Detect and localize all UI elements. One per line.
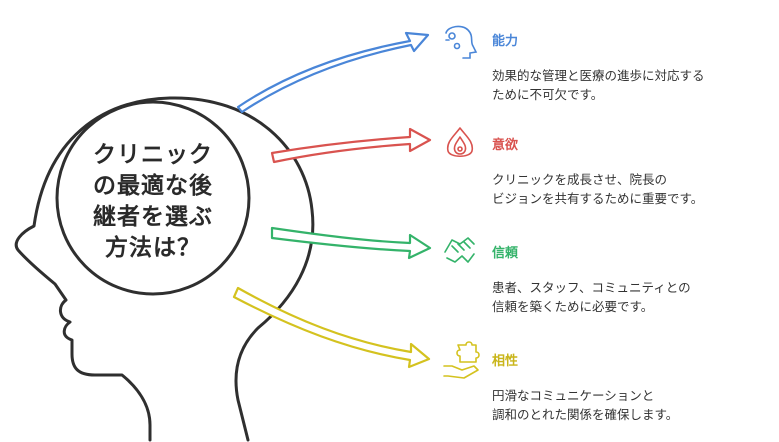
item-desc-motivation: クリニックを成長させ、院長の ビジョンを共有するために重要です。 bbox=[492, 170, 762, 208]
head-title-line: クリニック bbox=[93, 142, 213, 168]
arrow-ability bbox=[236, 31, 430, 114]
brain-gears-icon bbox=[445, 25, 478, 59]
head-title-line: の最適な後 bbox=[93, 173, 213, 199]
arrow-trust bbox=[270, 226, 432, 260]
flame-icon bbox=[446, 127, 474, 158]
item-desc-ability: 効果的な管理と医療の進歩に対応する ために不可欠です。 bbox=[492, 66, 762, 104]
head-silhouette bbox=[14, 96, 315, 442]
item-title-ability: 能力 bbox=[492, 34, 519, 49]
item-desc-line: 信頼を築くために必要です。 bbox=[492, 299, 654, 314]
item-title-trust: 信頼 bbox=[492, 246, 519, 261]
item-desc-line: ビジョンを共有するために重要です。 bbox=[492, 191, 704, 206]
handshake-icon bbox=[444, 237, 475, 263]
head-title-line: 継者を選ぶ bbox=[93, 204, 213, 230]
item-title-compatibility: 相性 bbox=[492, 354, 519, 369]
item-desc-line: クリニックを成長させ、院長の bbox=[492, 172, 668, 187]
head-circle bbox=[55, 100, 251, 296]
item-desc-trust: 患者、スタッフ、コミュニティとの 信頼を築くために必要です。 bbox=[492, 278, 762, 316]
head-title: クリニック の最適な後 継者を選ぶ 方法は？ bbox=[68, 140, 238, 264]
item-desc-line: 調和のとれた関係を確保します。 bbox=[492, 407, 679, 422]
item-title-motivation: 意欲 bbox=[492, 138, 519, 153]
item-desc-line: 効果的な管理と医療の進歩に対応する bbox=[492, 68, 705, 83]
arrow-motivation bbox=[270, 127, 432, 164]
item-desc-compatibility: 円滑なコミュニケーションと 調和のとれた関係を確保します。 bbox=[492, 386, 762, 424]
puzzle-hand-icon bbox=[443, 341, 480, 379]
arrow-compatibility bbox=[232, 286, 431, 369]
item-desc-line: ために不可欠です。 bbox=[492, 87, 604, 102]
item-desc-line: 円滑なコミュニケーションと bbox=[492, 388, 655, 403]
head-title-line: 方法は？ bbox=[105, 235, 201, 261]
item-desc-line: 患者、スタッフ、コミュニティとの bbox=[492, 280, 691, 295]
